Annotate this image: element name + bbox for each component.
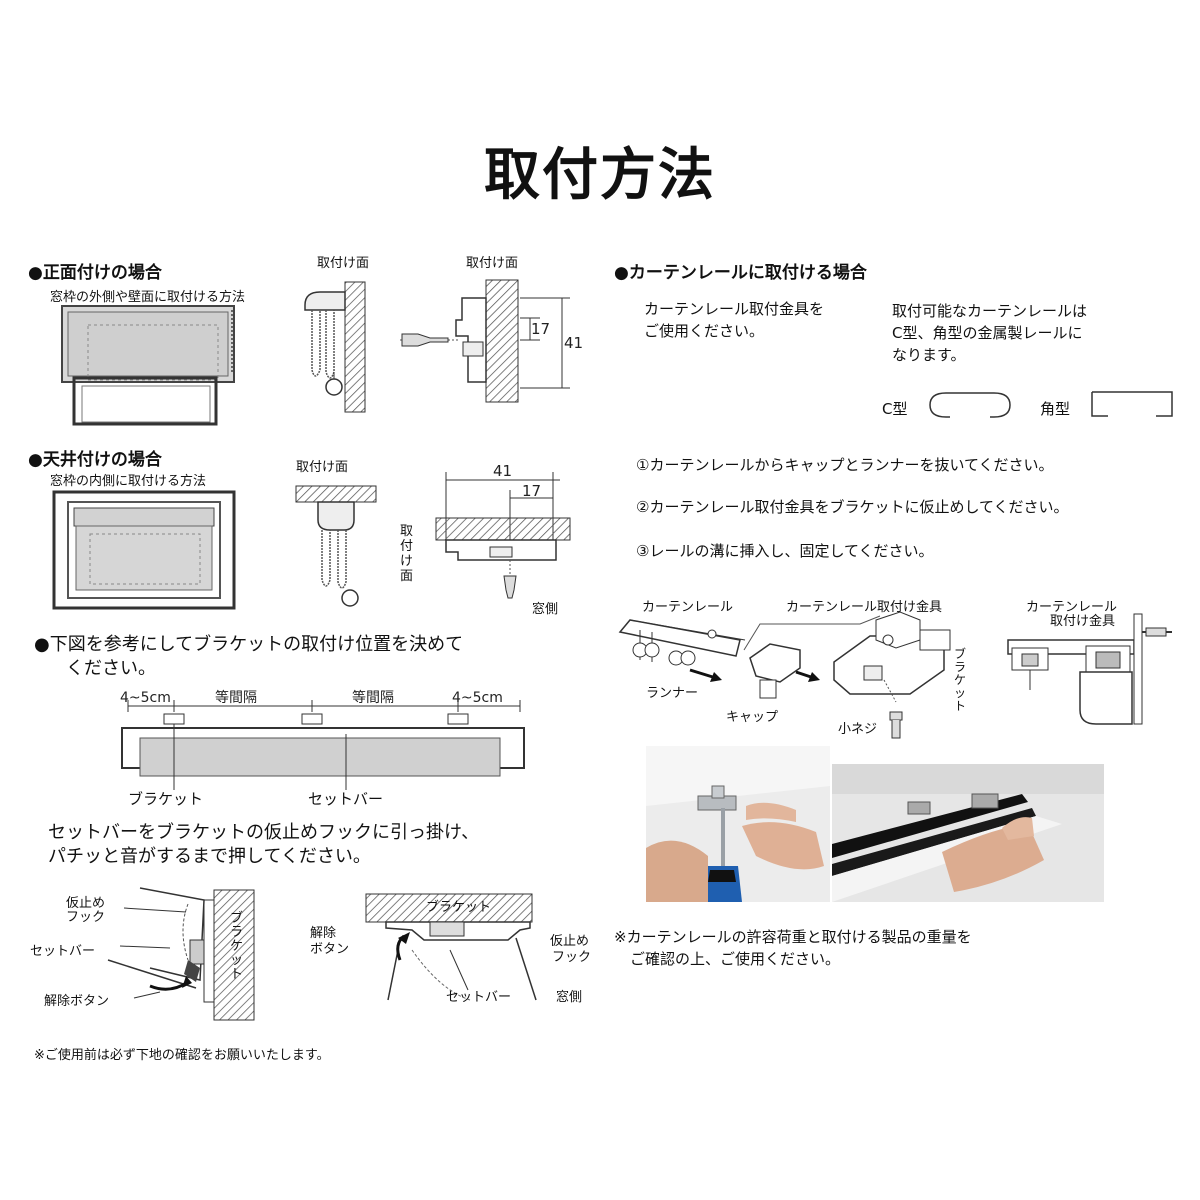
diagram-fitting-label: カーテンレール取付け金具 bbox=[786, 600, 943, 615]
diagram-screw-label: 小ネジ bbox=[838, 722, 878, 737]
bracket-label: ブラケット bbox=[128, 790, 204, 808]
front-mount-sub: 窓枠の外側や壁面に取付ける方法 bbox=[50, 290, 246, 305]
bracket-position-heading-1: ●下図を参考にしてブラケットの取付け位置を決めて bbox=[34, 634, 464, 655]
ceiling-hook-label-a: 仮止め bbox=[550, 934, 590, 949]
photo-screwdriver-assembly bbox=[646, 746, 830, 902]
equal-spacing-label-1: 等間隔 bbox=[215, 689, 257, 706]
diagram-rail-right-label-2: 取付け金具 bbox=[1050, 614, 1116, 629]
rail-step-1: ①カーテンレールからキャップとランナーを抜いてください。 bbox=[636, 456, 1054, 474]
diagram-bracket-vertical-label: ブラケット bbox=[954, 647, 967, 713]
ceiling-bracket-label: ブラケット bbox=[426, 900, 492, 915]
rail-footnote-2: ご確認の上、ご使用ください。 bbox=[630, 950, 841, 968]
rail-note-b-3: なります。 bbox=[892, 346, 966, 364]
ceiling-release-label-b: ボタン bbox=[310, 942, 350, 957]
hook-label-a: 仮止め bbox=[66, 896, 106, 911]
page-title: 取付方法 bbox=[484, 143, 716, 208]
front-surface-label-a: 取付け面 bbox=[317, 256, 370, 271]
rail-note-a-1: カーテンレール取付金具を bbox=[644, 300, 825, 318]
ceiling-setbar-label: セットバー bbox=[446, 990, 512, 1005]
release-button-label: 解除ボタン bbox=[44, 994, 110, 1009]
bracket-vertical-label: ブラケット bbox=[230, 911, 244, 982]
c-type-label: C型 bbox=[882, 400, 908, 418]
diagram-rail-right-label-1: カーテンレール bbox=[1026, 600, 1118, 615]
diagram-rail-label: カーテンレール bbox=[642, 600, 734, 615]
margin-right-label: 4~5cm bbox=[452, 690, 503, 706]
ceiling-window-label: 窓側 bbox=[556, 990, 583, 1005]
setbar-instruction-1: セットバーをブラケットの仮止めフックに引っ掛け、 bbox=[48, 822, 480, 843]
ceiling-dim-17: 17 bbox=[522, 482, 541, 500]
setbar-label: セットバー bbox=[308, 790, 384, 808]
rail-note-b-2: C型、角型の金属製レールに bbox=[892, 324, 1083, 342]
diagram-cap-label: キャップ bbox=[726, 710, 779, 725]
square-type-label: 角型 bbox=[1040, 400, 1071, 418]
rail-mount-heading: ●カーテンレールに取付ける場合 bbox=[614, 263, 867, 283]
ceiling-release-label-a: 解除 bbox=[310, 926, 337, 941]
rail-step-3: ③レールの溝に挿入し、固定してください。 bbox=[636, 542, 934, 560]
rail-note-b-1: 取付可能なカーテンレールは bbox=[892, 302, 1088, 320]
hook-label-b: フック bbox=[66, 910, 106, 925]
rail-footnote-1: ※カーテンレールの許容荷重と取付ける製品の重量を bbox=[614, 928, 972, 946]
ceiling-mount-heading: ●天井付けの場合 bbox=[28, 450, 162, 470]
equal-spacing-label-2: 等間隔 bbox=[352, 689, 394, 706]
bracket-position-heading-2: ください。 bbox=[66, 658, 156, 679]
rail-note-a-2: ご使用ください。 bbox=[644, 322, 765, 340]
margin-left-label: 4~5cm bbox=[120, 690, 171, 706]
ceiling-hook-label-b: フック bbox=[552, 950, 592, 965]
footnote-left: ※ご使用前は必ず下地の確認をお願いいたします。 bbox=[34, 1048, 330, 1063]
front-dim-41: 41 bbox=[564, 334, 583, 352]
ceiling-surface-label: 取付け面 bbox=[296, 460, 349, 475]
diagram-runner-label: ランナー bbox=[646, 686, 699, 701]
front-mount-heading: ●正面付けの場合 bbox=[28, 263, 162, 283]
front-dim-17: 17 bbox=[531, 320, 550, 338]
photo-rail-installation bbox=[832, 764, 1104, 902]
setbar-instruction-2: パチッと音がするまで押してください。 bbox=[48, 846, 371, 867]
setbar-side-label: セットバー bbox=[30, 944, 96, 959]
ceiling-mount-sub: 窓枠の内側に取付ける方法 bbox=[50, 474, 207, 489]
ceiling-dim-41: 41 bbox=[493, 462, 512, 480]
ceiling-vertical-label: 取付け面 bbox=[400, 524, 414, 584]
rail-step-2: ②カーテンレール取付金具をブラケットに仮止めしてください。 bbox=[636, 498, 1069, 516]
front-surface-label-b: 取付け面 bbox=[466, 256, 519, 271]
ceiling-window-side: 窓側 bbox=[532, 602, 559, 617]
